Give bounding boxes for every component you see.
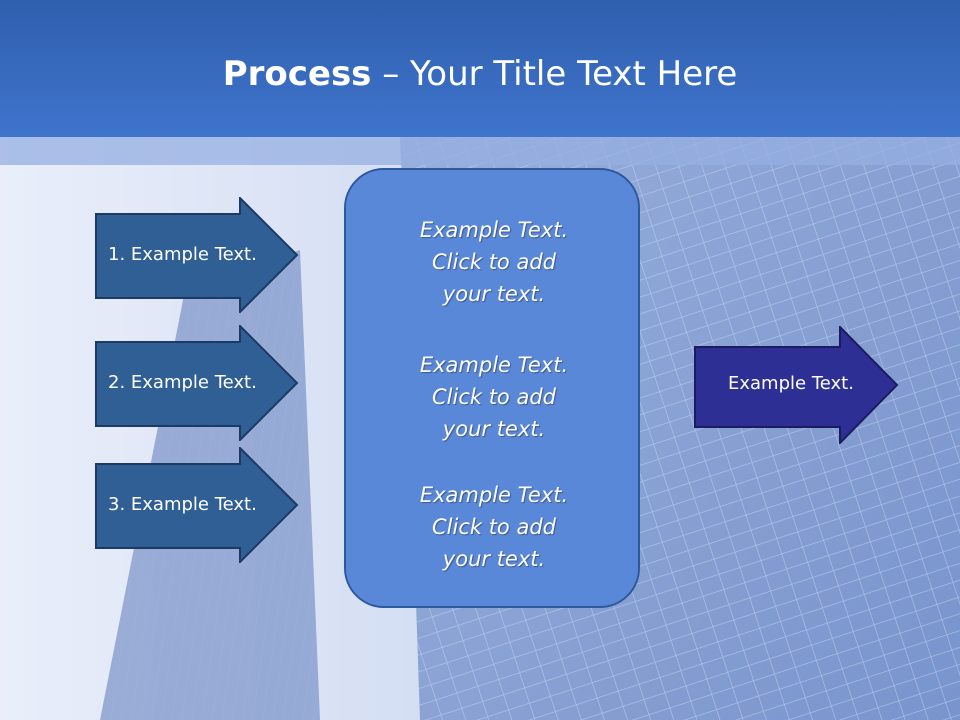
arrow-shape-3 xyxy=(95,447,299,563)
title-rest: – Your Title Text Here xyxy=(371,54,738,94)
title-bold: Process xyxy=(222,54,372,94)
block-line: your text. xyxy=(442,282,546,306)
arrow-shape-1 xyxy=(95,197,299,313)
right-arrow-label: Example Text. xyxy=(728,373,854,394)
title-bar xyxy=(0,0,960,137)
left-arrow-2[interactable]: 2. Example Text. xyxy=(95,325,300,441)
left-arrow-1[interactable]: 1. Example Text. xyxy=(95,197,300,313)
block-line: Example Text. xyxy=(419,218,569,242)
block-line: your text. xyxy=(442,417,546,441)
slide-title: Process – Your Title Text Here xyxy=(0,52,960,96)
panel-text-block-3: Example Text. Click to add your text. xyxy=(346,479,642,575)
left-arrow-label: 3. Example Text. xyxy=(108,494,257,515)
block-line: your text. xyxy=(442,547,546,571)
panel-text-block-1: Example Text. Click to add your text. xyxy=(346,214,642,310)
center-text-panel[interactable]: Example Text. Click to add your text. Ex… xyxy=(344,168,640,608)
left-arrow-label: 1. Example Text. xyxy=(108,244,257,265)
left-arrow-3[interactable]: 3. Example Text. xyxy=(95,447,300,563)
title-underband xyxy=(0,137,960,165)
block-line: Example Text. xyxy=(419,483,569,507)
panel-text-block-2: Example Text. Click to add your text. xyxy=(346,349,642,445)
block-line: Click to add xyxy=(431,515,556,539)
arrow-shape-2 xyxy=(95,325,299,441)
block-line: Click to add xyxy=(431,250,556,274)
block-line: Click to add xyxy=(431,385,556,409)
block-line: Example Text. xyxy=(419,353,569,377)
left-arrow-label: 2. Example Text. xyxy=(108,372,257,393)
right-arrow[interactable]: Example Text. xyxy=(694,326,900,444)
arrow-shape-right xyxy=(694,326,899,444)
